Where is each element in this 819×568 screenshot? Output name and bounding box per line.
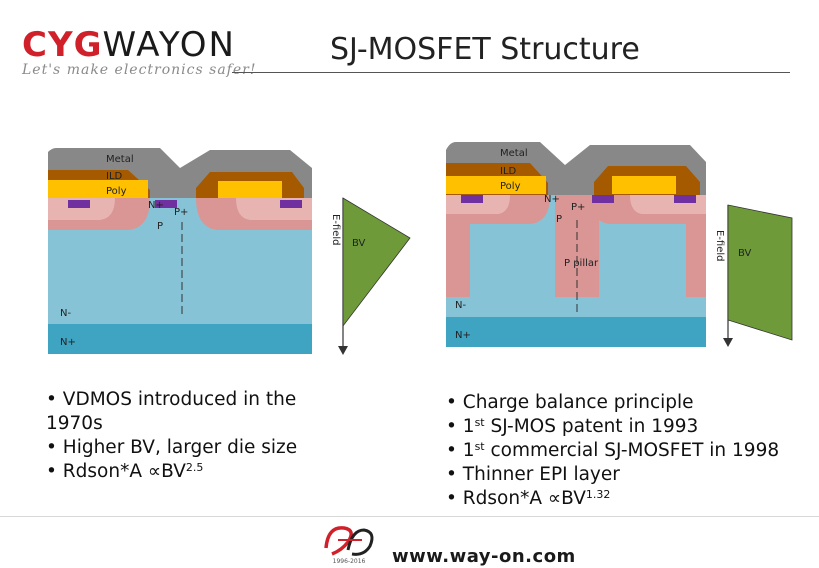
vdmos-poly-left [48,180,148,198]
sjmos-efield-profile [727,204,793,341]
bullet-item: • Rdson*A ∝BV2.5 [46,461,204,482]
vdmos-diagram: Metal ILD Poly N+ P+ P N- N+ E-field BV [48,148,411,355]
anniversary-emblem-icon: 1996-2016 [324,526,374,565]
bullet-item: • VDMOS introduced in the [46,389,297,410]
bullet-item: • Higher BV, larger die size [46,437,298,458]
vdmos-n-plus-substrate-label: N+ [60,337,76,348]
sjmos-contact-mid [592,195,614,203]
sjmos-n-plus-source-label: N+ [544,194,560,205]
sjmos-diagram: Metal ILD Poly N+ P+ P P pillar N- N+ E-… [446,142,793,347]
title-divider [232,72,790,73]
sjmos-n-minus-label: N- [455,300,466,311]
sjmos-efield-label: E-field [714,230,725,262]
sjmos-contact-right [674,195,696,203]
vdmos-n-plus-source-label: N+ [148,200,164,211]
vdmos-efield-arrowhead [338,346,348,355]
bullet-item: • Rdson*A ∝BV1.32 [446,488,611,509]
vdmos-poly-label: Poly [106,186,127,197]
sjmos-poly-left [446,176,546,194]
vdmos-contact-mid [155,200,177,208]
vdmos-p-plus-label: P+ [174,207,188,218]
bullet-item: • 1st SJ-MOS patent in 1993 [446,416,699,437]
sjmos-n-plus-substrate-label: N+ [455,330,471,341]
sjmos-bv-label: BV [738,248,752,259]
logo-brand-red: CYG [22,25,103,65]
sjmos-p-plus-label: P+ [571,202,585,213]
vdmos-n-plus-substrate [48,324,312,354]
sjmos-metal-label: Metal [500,148,528,159]
sjmos-p-body-label: P [556,214,562,225]
sjmos-bullet-list: • Charge balance principle • 1st SJ-MOS … [446,391,779,511]
sjmos-poly-right [612,176,676,194]
footer-divider [0,516,819,517]
sjmos-contact-left [461,195,483,203]
bullet-item: • 1st commercial SJ-MOSFET in 1998 [446,440,780,461]
sjmos-p-pillar-label: P pillar [564,258,599,269]
vdmos-p-body-label: P [157,221,163,232]
sjmos-ild-label: ILD [500,166,517,177]
footer-website-link[interactable]: www.way-on.com [392,546,576,567]
logo-tagline: Let's make electronics safer! [22,62,257,78]
vdmos-efield-label: E-field [330,214,341,246]
sjmos-efield-arrowhead [723,338,733,347]
vdmos-p-plus-left [48,198,115,220]
vdmos-ild-label: ILD [106,171,123,182]
vdmos-poly-right [218,181,282,198]
bullet-item: 1970s [46,413,103,434]
vdmos-efield-profile [342,197,411,328]
sjmos-n-plus-substrate [446,317,706,347]
emblem-years: 1996-2016 [333,558,366,565]
vdmos-metal-label: Metal [106,154,134,165]
logo-brand-dark: WAYON [102,25,236,65]
vdmos-contact-right [280,200,302,208]
company-logo: CYGWAYON [22,25,236,65]
vdmos-bullet-list: • VDMOS introduced in the 1970s • Higher… [46,388,297,484]
vdmos-n-minus-label: N- [60,308,71,319]
slide-title: SJ-MOSFET Structure [330,32,640,67]
vdmos-contact-left [68,200,90,208]
bullet-item: • Charge balance principle [446,392,694,413]
bullet-item: • Thinner EPI layer [446,464,620,485]
vdmos-bv-label: BV [352,238,366,249]
sjmos-poly-label: Poly [500,181,521,192]
